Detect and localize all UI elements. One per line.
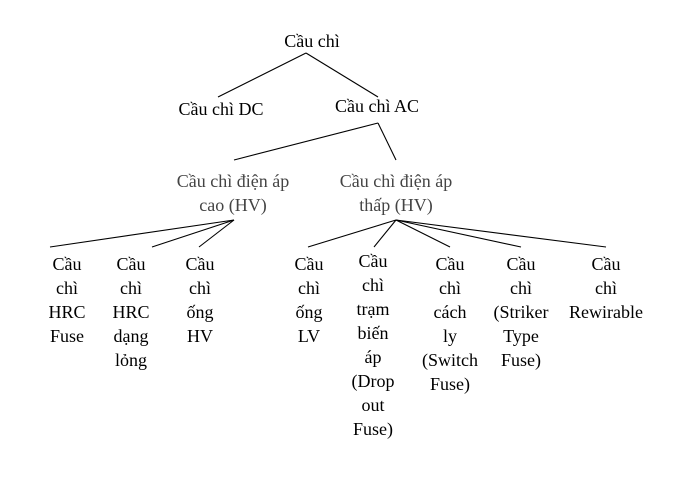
node-label-line: Cầu (53, 254, 82, 274)
node-label-line: áp (365, 347, 382, 367)
node-label-line: Cầu (592, 254, 621, 274)
node-label-line: Type (503, 326, 539, 346)
edge-lv-tube (307, 219, 397, 248)
node-label-line: trạm (357, 299, 390, 319)
node-label-line: chì (510, 278, 532, 298)
node-label-line: cao (HV) (199, 195, 266, 216)
node-root: Cầu chì (284, 31, 340, 51)
node-label-line: HRC (48, 302, 85, 322)
edge-hv-tube (198, 219, 235, 248)
node-label-line: Cầu (507, 254, 536, 274)
node-label-line: Cầu chì DC (179, 99, 264, 119)
node-label-line: Rewirable (569, 302, 643, 322)
node-label-line: LV (298, 326, 320, 346)
node-label-line: Fuse) (430, 374, 470, 395)
edge-ac-hv (233, 122, 379, 161)
node-label-line: Cầu chì (284, 31, 340, 51)
node-label-line: chì (439, 278, 461, 298)
node-label-line: lỏng (115, 350, 147, 370)
node-label-line: HV (187, 326, 213, 346)
node-label-line: Cầu (117, 254, 146, 274)
node-label-line: cách (434, 302, 467, 322)
node-label-line: ly (443, 326, 457, 346)
edge-lv-switch (395, 219, 451, 248)
edge-root-dc (217, 52, 307, 98)
node-label-line: Cầu chì điện áp (340, 171, 452, 191)
node-label-line: Fuse) (353, 419, 393, 440)
node-ac: Cầu chì AC (335, 96, 419, 116)
node-label-line: (Drop (352, 371, 395, 392)
node-high-voltage: Cầu chì điện áp cao (HV) (177, 171, 289, 216)
node-label-line: chì (120, 278, 142, 298)
node-label-line: ống (187, 302, 214, 322)
node-low-voltage: Cầu chì điện áp thấp (HV) (340, 171, 452, 216)
node-label-line: dạng (114, 326, 149, 346)
edge-lv-dropout (373, 219, 397, 248)
node-label-line: HRC (112, 302, 149, 322)
edge-ac-lv (377, 122, 397, 161)
node-label-line: chì (189, 278, 211, 298)
node-label-line: thấp (HV) (359, 195, 432, 216)
edge-hv-hrc-liquid (151, 219, 235, 248)
node-label-line: Cầu chì điện áp (177, 171, 289, 191)
tree-connectors (49, 52, 607, 248)
node-label-line: Fuse (50, 326, 84, 346)
node-dc: Cầu chì DC (179, 99, 264, 119)
node-label-line: out (361, 395, 384, 415)
node-label-line: chì (298, 278, 320, 298)
node-label-line: chì (56, 278, 78, 298)
edge-lv-rewirable (395, 219, 607, 248)
node-label-line: Cầu (186, 254, 215, 274)
node-label-line: ống (296, 302, 323, 322)
node-label-line: chì (595, 278, 617, 298)
node-label-line: Cầu (295, 254, 324, 274)
node-label-line: (Switch (422, 350, 478, 371)
edge-hv-hrc (49, 219, 235, 248)
node-label-line: Fuse) (501, 350, 541, 371)
edge-root-ac (305, 52, 379, 98)
node-label-line: Cầu (359, 251, 388, 271)
node-label-line: Cầu (436, 254, 465, 274)
edge-lv-striker (395, 219, 522, 248)
node-label-line: chì (362, 275, 384, 295)
node-label-line: (Striker (494, 302, 549, 323)
node-label-line: biến (358, 323, 389, 343)
node-label-line: Cầu chì AC (335, 96, 419, 116)
